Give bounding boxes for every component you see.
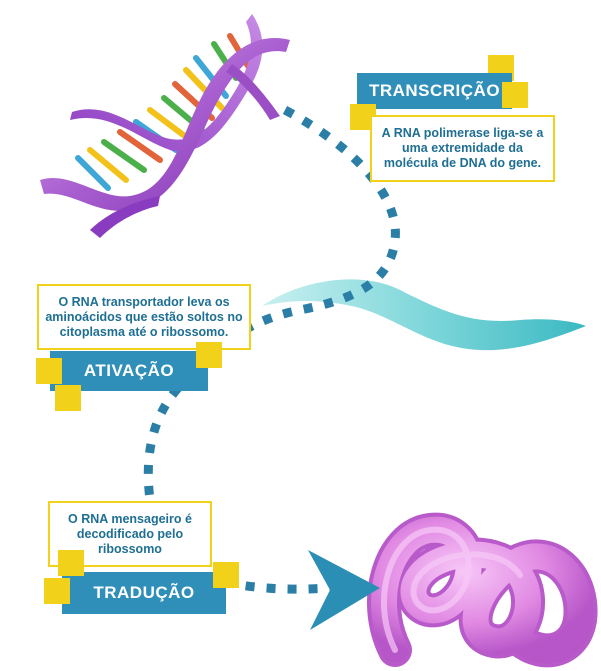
trna-ribbon — [262, 279, 586, 351]
traducao-accent-left — [44, 578, 70, 604]
ativacao-label: ATIVAÇÃO — [50, 351, 208, 391]
traducao-accent-right — [213, 562, 239, 588]
transcricao-label: TRANSCRIÇÃO — [357, 73, 512, 109]
ativacao-description-box: O RNA transportador leva os aminoácidos … — [37, 284, 251, 350]
arrow-head — [308, 550, 380, 630]
process-path — [143, 106, 400, 594]
traducao-title: TRADUÇÃO — [93, 583, 195, 602]
ativacao-accent-bottom — [55, 385, 81, 411]
ativacao-description: O RNA transportador leva os aminoácidos … — [45, 294, 243, 339]
ativacao-accent-left — [36, 358, 62, 384]
ativacao-title: ATIVAÇÃO — [83, 361, 175, 380]
ativacao-accent-right — [196, 342, 222, 368]
traducao-accent-top — [58, 550, 84, 576]
transcricao-accent-right — [502, 82, 528, 108]
traducao-label: TRADUÇÃO — [62, 572, 226, 614]
transcricao-title: TRANSCRIÇÃO — [368, 81, 501, 100]
transcricao-description: A RNA polimerase liga-se a uma extremida… — [381, 126, 544, 170]
transcricao-description-box: A RNA polimerase liga-se a uma extremida… — [370, 115, 555, 182]
dna-helix — [40, 14, 290, 238]
traducao-description: O RNA mensageiro é decodificado pelo rib… — [68, 511, 192, 556]
protein-coil — [366, 512, 598, 668]
